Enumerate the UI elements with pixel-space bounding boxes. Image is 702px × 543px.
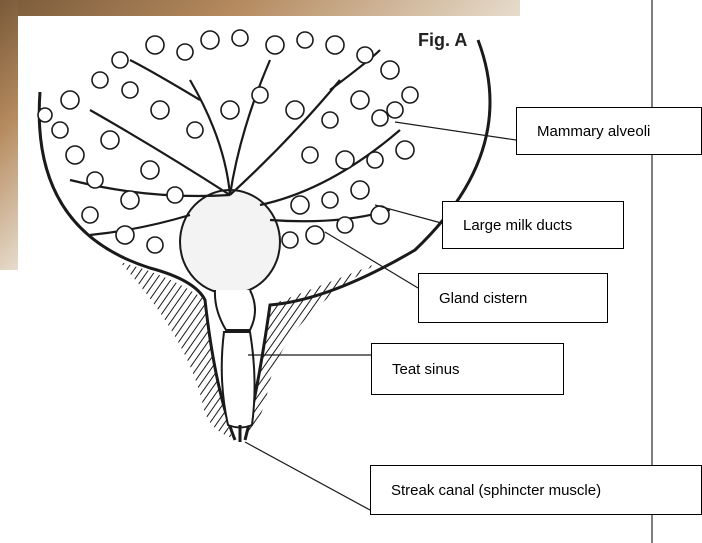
label-gland-cistern: Gland cistern xyxy=(418,273,608,323)
leader-mammary-alveoli xyxy=(395,122,516,140)
label-streak-canal: Streak canal (sphincter muscle) xyxy=(370,465,702,515)
teat-sinus-shape xyxy=(222,332,255,428)
leader-streak-canal xyxy=(245,442,370,510)
gland-cistern-shape xyxy=(180,190,280,294)
label-teat-sinus: Teat sinus xyxy=(371,343,564,395)
hatched-tissue-right xyxy=(247,262,380,438)
label-mammary-alveoli: Mammary alveoli xyxy=(516,107,702,155)
label-large-milk-ducts: Large milk ducts xyxy=(442,201,624,249)
cistern-neck xyxy=(215,290,255,330)
figure-title: Fig. A xyxy=(418,30,467,51)
